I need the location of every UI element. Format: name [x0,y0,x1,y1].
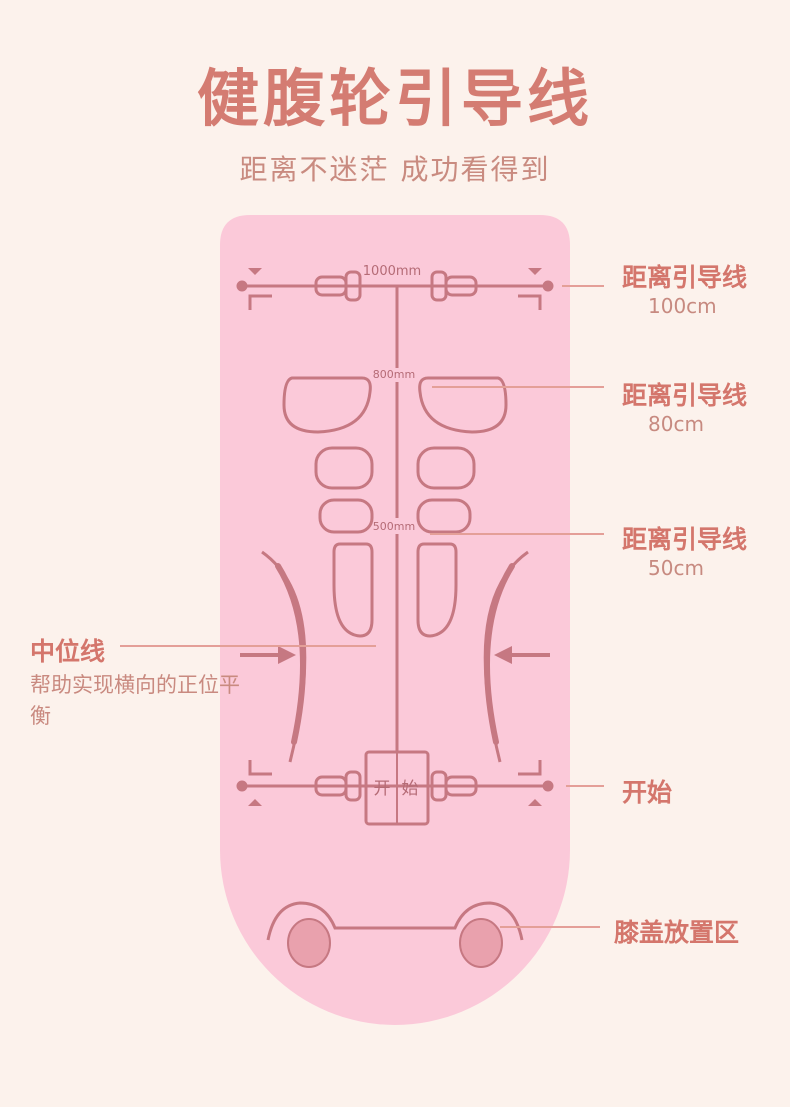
knee-pad-left [287,918,331,968]
mat-body [220,215,570,1025]
guide-80-label: 距离引导线 [622,381,748,410]
ab-left-3 [318,498,374,534]
knee-area-label: 膝盖放置区 [614,918,740,947]
mark-1000mm: 1000mm [363,264,421,279]
midline-label: 中位线 [30,637,106,666]
ab-right-2 [416,446,476,490]
guide-50-label: 距离引导线 [622,525,748,554]
mark-start-left: 开 [374,779,391,799]
midline-desc: 帮助实现横向的正位平衡 [30,673,240,728]
guide-100-value: 100cm [648,294,717,318]
ab-right-3 [416,498,472,534]
mark-500mm: 500mm [373,520,415,533]
guide-100-label: 距离引导线 [622,263,748,292]
ab-left-1 [282,376,372,434]
guide-50-value: 50cm [648,556,704,580]
page-title: 健腹轮引导线 [196,62,593,135]
mark-start-right: 始 [402,779,419,799]
mark-800mm: 800mm [373,368,415,381]
ab-left-4 [332,542,374,638]
start-label: 开始 [622,778,673,807]
ab-right-4 [416,542,458,638]
ab-right-1 [418,376,508,434]
knee-pad-right [459,918,503,968]
knee-guide-curve [266,901,524,941]
ab-left-2 [314,446,374,490]
guide-80-value: 80cm [648,412,704,436]
page-subtitle: 距离不迷茫 成功看得到 [239,153,551,186]
